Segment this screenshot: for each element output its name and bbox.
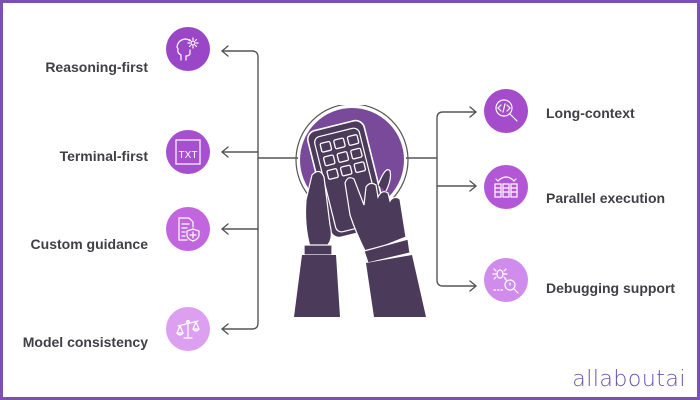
- label-debugging-support: Debugging support: [546, 280, 676, 296]
- txt-glyph: TXT: [179, 150, 198, 161]
- head-gear-icon: [166, 27, 210, 71]
- bug-search-icon: [484, 258, 528, 302]
- allaboutai-logo: allaboutai: [572, 367, 686, 392]
- code-search-icon: [484, 89, 528, 133]
- hands-holding-calculator-icon: [294, 105, 426, 317]
- label-custom-guidance: Custom guidance: [30, 236, 148, 252]
- label-reasoning-first: Reasoning-first: [45, 59, 148, 75]
- txt-file-icon: TXT: [166, 130, 210, 174]
- label-long-context: Long-context: [546, 105, 635, 121]
- label-terminal-first: Terminal-first: [59, 148, 148, 164]
- label-model-consistency: Model consistency: [22, 334, 148, 350]
- parallel-columns-icon: [484, 165, 528, 209]
- balance-scale-icon: [166, 307, 210, 351]
- label-parallel-execution: Parallel execution: [546, 190, 666, 206]
- document-shield-icon: [166, 207, 210, 251]
